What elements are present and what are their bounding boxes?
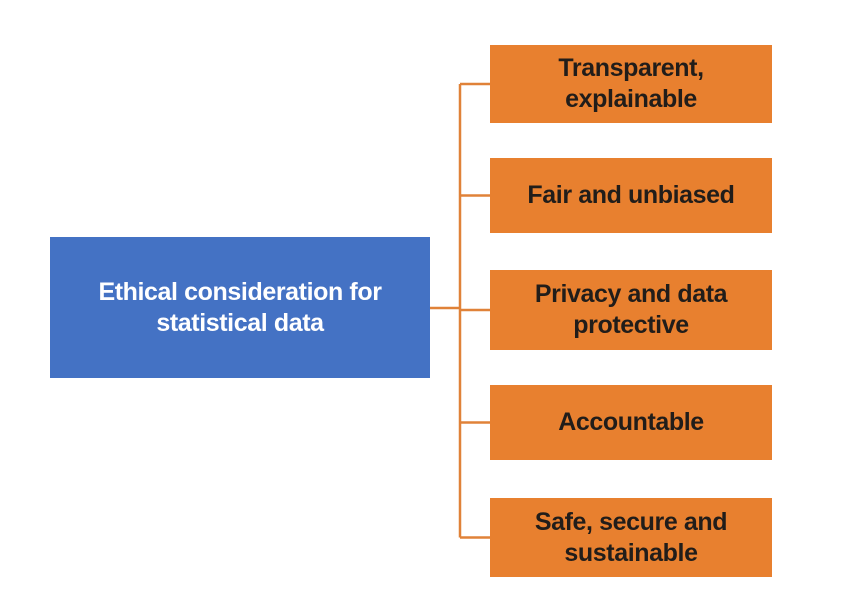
branch-node-label: Fair and unbiased xyxy=(527,181,735,209)
branch-node-safe-secure-sustainable: Safe, secure and sustainable xyxy=(490,498,772,577)
center-node: Ethical consideration for statistical da… xyxy=(50,237,430,378)
branch-node-label: Transparent, explainable xyxy=(558,54,704,113)
branch-node-label: Privacy and data protective xyxy=(534,280,728,339)
center-node-label: Ethical consideration for statistical da… xyxy=(98,277,382,337)
branch-node-privacy-and-data-protective: Privacy and data protective xyxy=(490,270,772,350)
branch-node-fair-and-unbiased: Fair and unbiased xyxy=(490,158,772,233)
branch-node-label: Accountable xyxy=(558,408,704,436)
branch-node-transparent-explainable: Transparent, explainable xyxy=(490,45,772,123)
branch-node-accountable: Accountable xyxy=(490,385,772,460)
branch-node-label: Safe, secure and sustainable xyxy=(534,507,728,567)
